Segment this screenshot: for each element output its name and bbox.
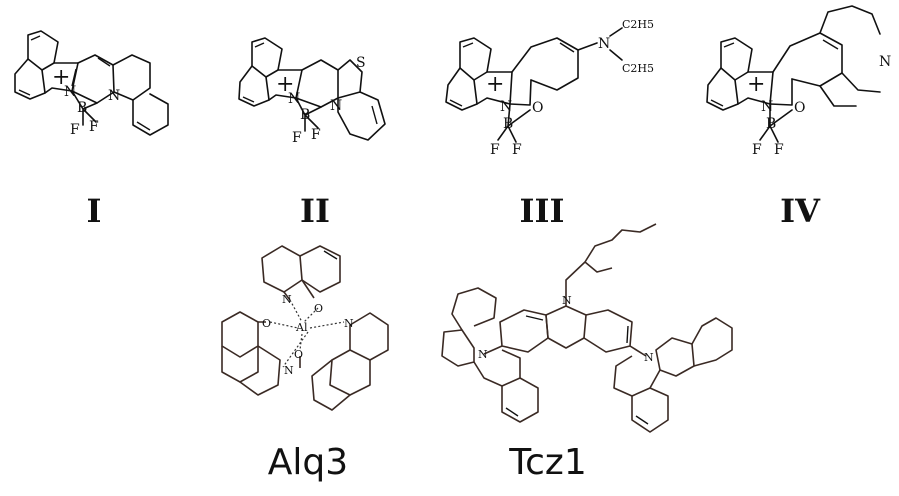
atom-II-f1: F xyxy=(292,130,302,146)
charge-II: + xyxy=(276,72,294,97)
structure-II: + N N S B F F xyxy=(238,37,386,146)
label-II: II xyxy=(300,192,330,230)
atom-IV-f1: F xyxy=(752,142,762,158)
atom-IV-n1: N xyxy=(761,99,773,115)
atom-I-f1: F xyxy=(70,122,80,138)
atom-alq3-al: Al xyxy=(295,321,308,334)
name-tcz1: Tcz1 xyxy=(508,442,586,483)
structure-tcz1: N N N xyxy=(441,223,733,433)
atom-I-n2: N xyxy=(108,88,120,104)
atom-alq3-n1: N xyxy=(282,293,292,306)
charge-III: + xyxy=(486,72,504,97)
atom-IV-n2: N xyxy=(879,54,891,70)
name-alq3: Alq3 xyxy=(268,442,348,483)
atom-III-f2: F xyxy=(512,142,522,158)
atom-I-f2: F xyxy=(89,119,99,135)
structure-I: + N N B F F xyxy=(14,30,169,138)
ethyl-III-lower: C2H5 xyxy=(622,62,654,75)
atom-I-n1: N xyxy=(64,84,76,100)
atom-alq3-n3: N xyxy=(284,364,294,377)
atom-II-f2: F xyxy=(311,127,321,143)
atom-IV-b: B xyxy=(766,116,776,132)
atom-alq3-o2: O xyxy=(262,317,271,330)
atom-alq3-o1: O xyxy=(314,302,323,315)
atom-tcz1-n2: N xyxy=(478,348,488,361)
structure-alq3: N O Al O N O N xyxy=(221,245,389,411)
atom-III-b: B xyxy=(503,116,513,132)
label-III: III xyxy=(520,192,565,230)
atom-alq3-o3: O xyxy=(294,348,303,361)
charge-IV: + xyxy=(747,72,765,97)
atom-II-n2: N xyxy=(330,98,342,114)
atom-tcz1-n1: N xyxy=(562,294,572,307)
atom-II-b: B xyxy=(300,107,310,123)
atom-alq3-n2: N xyxy=(344,317,354,330)
label-I: I xyxy=(87,192,102,230)
label-IV: IV xyxy=(780,192,821,230)
charge-I: + xyxy=(52,65,70,90)
atom-I-b: B xyxy=(77,100,87,116)
structure-IV: + N N O B F F xyxy=(706,5,891,158)
atom-tcz1-n3: N xyxy=(644,351,654,364)
atom-III-n1: N xyxy=(500,99,512,115)
ethyl-III-upper: C2H5 xyxy=(622,18,654,31)
atom-IV-o: O xyxy=(794,100,805,116)
atom-III-o: O xyxy=(532,100,543,116)
atom-IV-f2: F xyxy=(774,142,784,158)
atom-III-f1: F xyxy=(490,142,500,158)
atom-II-s: S xyxy=(356,55,366,71)
structure-III: + N N O B F F C2H5 C2H5 xyxy=(445,18,654,158)
atom-II-n1: N xyxy=(288,91,300,107)
atom-III-n2: N xyxy=(598,36,610,52)
